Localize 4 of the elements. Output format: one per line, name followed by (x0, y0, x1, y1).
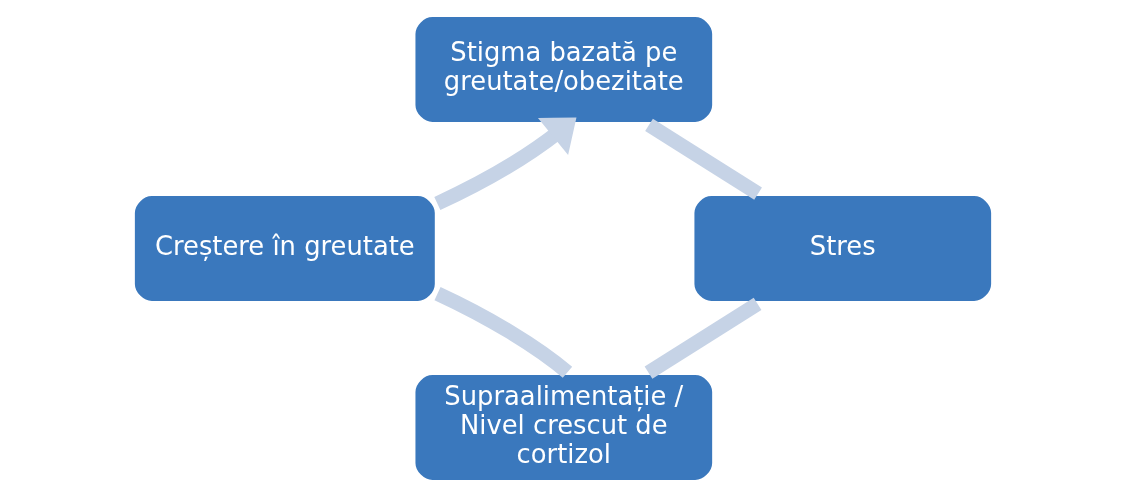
connector (644, 297, 762, 379)
connector (645, 118, 762, 200)
arrow (434, 117, 577, 211)
connector (434, 287, 573, 378)
